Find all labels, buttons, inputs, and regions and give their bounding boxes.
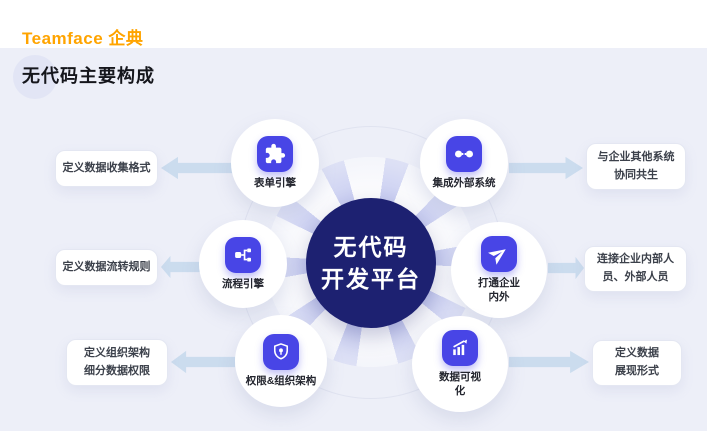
plug-icon [446,135,482,172]
brand-logo-text: Teamface 企典 [22,29,144,48]
node-label: 权限&组织架构 [245,374,317,387]
node-label: 打通企业 内外 [478,276,520,303]
page-title: 无代码主要构成 [22,66,155,86]
node-form-engine: 表单引擎 [231,119,319,207]
node-label: 集成外部系统 [432,176,496,189]
arrow-left-bottom-icon [171,349,235,375]
node-connect-enterprise: 打通企业 内外 [451,222,547,318]
flowchart-icon [225,236,261,273]
center-platform-circle: 无代码 开发平台 [306,198,436,328]
callout-connect-personnel: 连接企业内部人 员、外部人员 [584,246,687,292]
callout-define-data-flow-rules: 定义数据流转规则 [55,249,158,286]
node-process-engine: 流程引擎 [199,220,287,308]
arrow-left-top-icon [161,155,233,181]
node-label: 流程引擎 [222,277,264,290]
arrow-left-middle-icon [161,254,201,280]
callout-define-data-presentation: 定义数据 展现形式 [592,340,682,386]
node-label: 数据可视 化 [439,370,481,397]
node-permission-org: 权限&组织架构 [235,315,327,407]
paper-plane-icon [481,235,517,272]
title-decor-circle [13,55,57,99]
shield-key-icon [263,333,299,370]
node-label: 表单引擎 [254,176,296,189]
arrow-right-bottom-icon [509,349,589,375]
arrow-right-top-icon [509,155,583,181]
callout-coexist-other-systems: 与企业其他系统 协同共生 [586,143,686,190]
arrow-right-middle-icon [548,255,584,281]
bar-chart-icon [442,329,478,366]
callout-define-org-structure: 定义组织架构 细分数据权限 [66,339,168,386]
callout-define-data-collection: 定义数据收集格式 [55,150,158,187]
puzzle-icon [257,135,293,172]
node-data-visualization: 数据可视 化 [412,316,508,412]
node-integrate-external: 集成外部系统 [420,119,508,207]
